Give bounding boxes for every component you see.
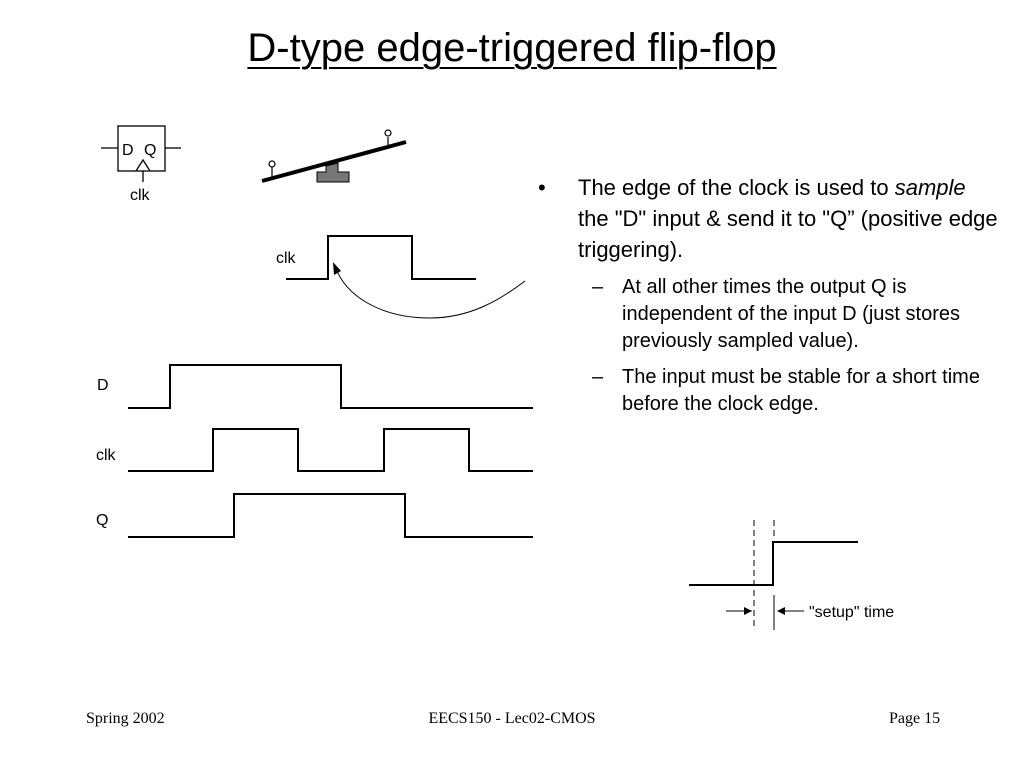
edge-clk-waveform [286,235,476,280]
bullet-main-marker: • [538,175,546,200]
bullet-sub-2-marker: – [592,366,604,388]
seesaw-ball-right [384,129,392,137]
timing-q-waveform [128,493,533,538]
timing-q-label: Q [96,512,108,529]
flip-flop-symbol: D Q clk [101,125,181,204]
bullet-main-emphasis: sample [894,175,966,200]
symbol-q-label: Q [144,142,156,159]
seesaw-illustration [261,129,407,183]
timing-d-label: D [97,377,109,394]
setup-right-arrow-head [777,607,785,615]
edge-clk-label: clk [276,250,297,267]
setup-time-label: "setup" time [809,604,894,621]
timing-diagram: D clk Q [96,364,533,538]
bullet-main-text-part2: the "D" input & send it to "Q” (positive… [578,206,998,262]
setup-left-arrow-head [744,607,752,615]
footer-center: EECS150 - Lec02-CMOS [428,710,596,727]
setup-time-figure: "setup" time [689,520,894,630]
setup-clock-edge-waveform [689,541,858,586]
seesaw-beam [261,140,407,183]
bullet-list: • The edge of the clock is used to sampl… [538,172,998,418]
timing-clk-label: clk [96,447,117,464]
clock-edge-triangle [135,158,151,172]
seesaw-ball-left [268,160,276,168]
symbol-clk-label: clk [130,187,151,204]
bullet-sub-2: – The input must be stable for a short t… [538,364,998,418]
symbol-d-label: D [122,142,134,159]
bullet-main: • The edge of the clock is used to sampl… [538,172,998,265]
edge-curved-arrow [335,267,526,319]
seesaw-pivot [316,162,350,183]
bullet-sub-1-text: At all other times the output Q is indep… [622,276,960,352]
clock-edge-figure: clk [276,235,526,319]
footer-left: Spring 2002 [86,710,165,727]
edge-arrow-head [333,262,341,275]
bullet-main-text-part1: The edge of the clock is used to [578,175,895,200]
bullet-sub-2-text: The input must be stable for a short tim… [622,366,980,415]
timing-d-waveform [128,364,533,409]
bullet-sub-1-marker: – [592,276,604,298]
slide-title: D-type edge-triggered flip-flop [247,26,777,70]
timing-clk-waveform [128,428,533,472]
bullet-sub-1: – At all other times the output Q is ind… [538,274,998,355]
footer-right: Page 15 [889,710,941,727]
